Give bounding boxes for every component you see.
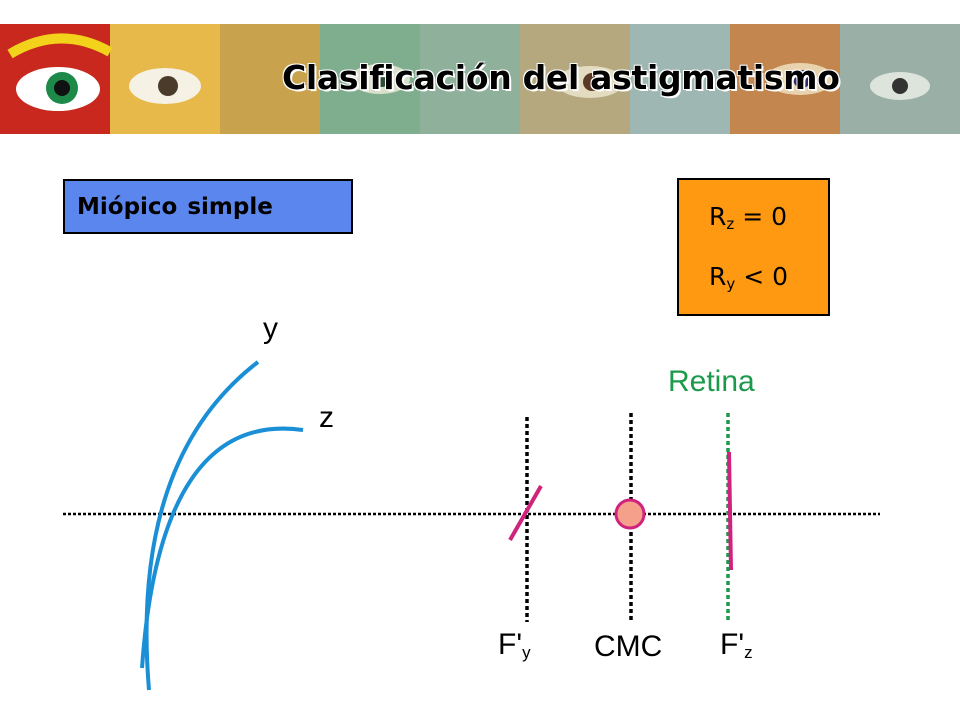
focal-line-y (508, 485, 543, 541)
cmc-label: CMC (594, 630, 663, 663)
meridian-z-curve (140, 426, 304, 669)
astigmatism-type-box: Miópico simple (63, 179, 353, 234)
cmc-circle (614, 498, 646, 530)
focus-z-label: F'z (720, 628, 753, 662)
retina-label: Retina (668, 365, 755, 398)
meridian-z-label: z (319, 401, 334, 434)
eye-mural-banner (0, 24, 960, 134)
type-word-2: simple (187, 193, 273, 220)
header-banner (0, 24, 960, 134)
meridian-y-label: y (263, 312, 278, 345)
meridian-y-curve (144, 360, 260, 691)
condition-ry: Ry < 0 (709, 262, 789, 293)
focal-line-z (727, 451, 733, 571)
type-word-1: Miópico (77, 193, 178, 220)
conditions-box: Rz = 0 Ry < 0 (677, 178, 830, 316)
slide-title: Clasificación del astigmatismo (282, 58, 840, 97)
condition-rz: Rz = 0 (709, 202, 788, 233)
focus-y-label: F'y (498, 628, 531, 662)
